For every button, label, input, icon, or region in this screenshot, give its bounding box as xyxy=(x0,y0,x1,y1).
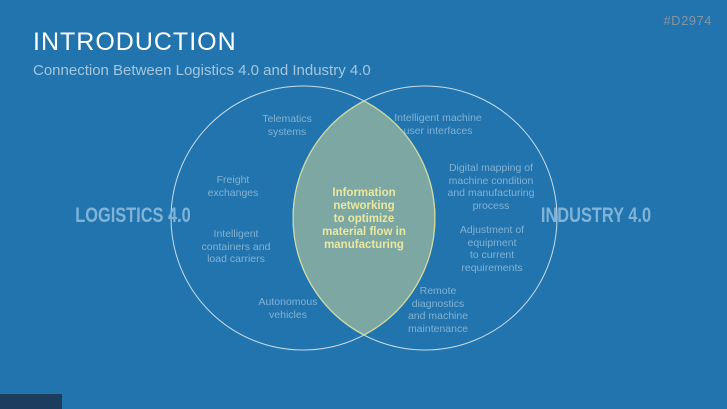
page-subtitle: Connection Between Logistics 4.0 and Ind… xyxy=(33,62,371,79)
page-title: INTRODUCTION xyxy=(33,28,237,56)
intersection-lens xyxy=(292,100,436,336)
logistics-label: LOGISTICS 4.0 xyxy=(59,204,207,228)
item-freight-exchanges: Freight exchanges xyxy=(207,174,259,199)
industry-label-text: INDUSTRY 4.0 xyxy=(540,204,652,227)
intersection-text: Information networking to optimize mater… xyxy=(322,187,406,251)
item-intelligent-containers: Intelligent containers and load carriers xyxy=(201,228,271,265)
item-remote-diagnostics: Remote diagnostics and machine maintenan… xyxy=(407,285,469,335)
logistics-label-text: LOGISTICS 4.0 xyxy=(75,204,191,227)
item-autonomous-vehicles: Autonomous vehicles xyxy=(258,296,318,321)
item-telematics-systems: Telematics systems xyxy=(262,113,312,138)
brand-logo-block xyxy=(0,394,62,409)
item-digital-mapping: Digital mapping of machine condition and… xyxy=(447,162,535,212)
item-equipment-adjustment: Adjustment of equipment to current requi… xyxy=(459,224,525,274)
industry-label: INDUSTRY 4.0 xyxy=(525,204,666,228)
item-machine-interfaces: Intelligent machine user interfaces xyxy=(394,112,482,137)
product-code: #D2974 xyxy=(663,13,712,28)
